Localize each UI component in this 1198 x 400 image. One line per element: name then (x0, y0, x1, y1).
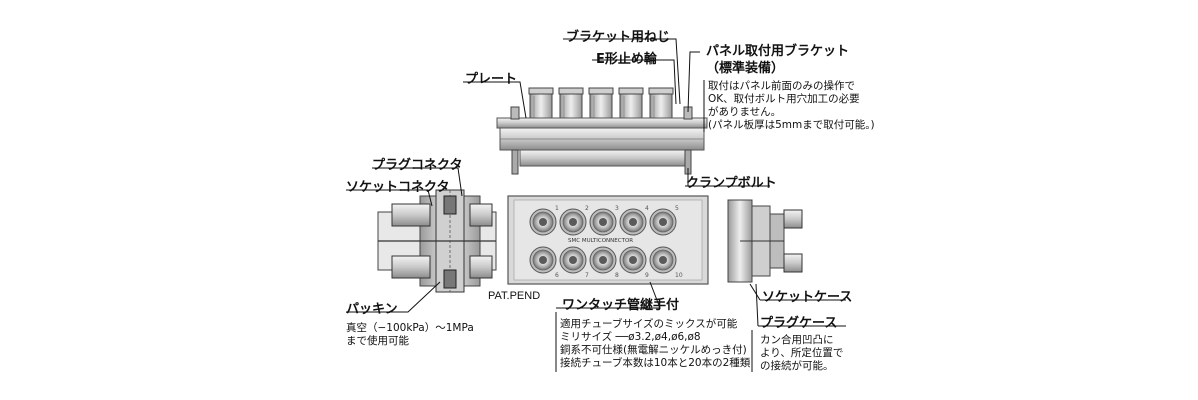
port-number: 3 (615, 205, 619, 212)
front-panel: 1 2 3 4 5 6 7 8 9 10 SMC MULTICONNECTOR (507, 195, 709, 285)
leader-lines (346, 38, 846, 372)
panel-port: 3 (589, 205, 619, 236)
panel-port: 2 (559, 205, 589, 236)
panel-port: 4 (619, 205, 649, 236)
one-touch-note-3: 銅系不可仕様(無電解ニッケルめっき付) (560, 344, 747, 356)
top-fitting (588, 87, 614, 121)
label-panel-bracket-std: （標準装備） (706, 61, 785, 76)
one-touch-note-4: 接続チューブ本数は10本と20本の2種類 (560, 357, 751, 369)
top-fitting (528, 87, 554, 121)
port-number: 8 (615, 272, 619, 279)
label-plug-case: プラグケース (760, 316, 838, 331)
right-side-view (727, 199, 803, 283)
port-number: 10 (675, 272, 683, 279)
label-e-ring: E形止め輪 (596, 52, 657, 67)
panel-port: 8 (589, 246, 619, 279)
panel-port: 9 (619, 246, 649, 279)
top-fitting (648, 87, 674, 121)
panel-port: 1 (529, 205, 559, 236)
panel-note-3: がありません。 (708, 106, 782, 118)
top-fitting (618, 87, 644, 121)
packing-note-2: まで使用可能 (346, 335, 409, 347)
label-packing: パッキン (346, 302, 398, 317)
panel-port: 6 (529, 246, 559, 279)
label-clamp-bolt: クランプボルト (686, 176, 777, 191)
panel-port: 5 (649, 205, 679, 236)
label-bracket-screw: ブラケット用ねじ (566, 30, 671, 45)
panel-note-1: 取付はパネル前面のみの操作で (708, 80, 855, 92)
panel-note-4: (パネル板厚は5mmまで取付可能。) (708, 119, 875, 131)
label-panel-bracket: パネル取付用ブラケット (706, 44, 850, 59)
port-number: 4 (645, 205, 649, 212)
label-plug-connector: プラグコネクタ (372, 158, 463, 173)
left-section (377, 189, 497, 293)
port-number: 5 (675, 205, 679, 212)
one-touch-note-2: ミリサイズ ──ø3.2,ø4,ø6,ø8 (560, 331, 701, 343)
top-assembly (496, 87, 708, 175)
plug-case-note-2: より、所定位置で (760, 347, 844, 359)
plug-case-note-3: の接続が可能。 (760, 360, 834, 372)
label-socket-case: ソケットケース (762, 290, 853, 305)
port-number: 1 (555, 205, 559, 212)
port-number: 2 (585, 205, 589, 212)
label-plate: プレート (465, 72, 518, 87)
port-number: 9 (645, 272, 649, 279)
port-number: 7 (585, 272, 589, 279)
pat-pend: PAT.PEND (488, 290, 541, 302)
panel-brand: SMC MULTICONNECTOR (568, 238, 633, 244)
packing-note-1: 真空（−100kPa）〜1MPa (346, 322, 474, 334)
plug-case-note-1: カン合用凹凸に (760, 334, 834, 346)
one-touch-note-1: 適用チューブサイズのミックスが可能 (560, 318, 738, 330)
top-fitting (558, 87, 584, 121)
panel-note-2: OK、取付ボルト用穴加工の必要 (708, 93, 860, 105)
port-number: 6 (555, 272, 559, 279)
label-one-touch: ワンタッチ管継手付 (562, 298, 680, 313)
label-socket-connector: ソケットコネクタ (346, 180, 450, 195)
panel-port: 10 (649, 246, 683, 279)
panel-port: 7 (559, 246, 589, 279)
